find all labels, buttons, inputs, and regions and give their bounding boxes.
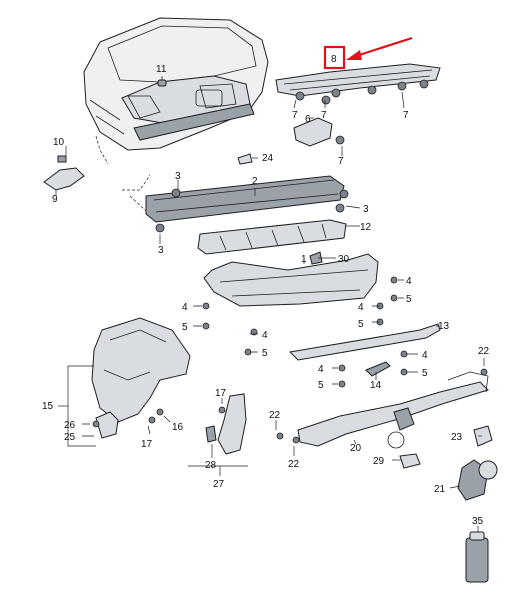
cap-23 — [473, 425, 493, 447]
callout-17b: 17 — [215, 388, 227, 399]
highlight-marker — [323, 36, 413, 70]
callout-6: 6 — [305, 114, 311, 125]
callout-29: 29 — [373, 456, 385, 467]
upper-absorber-bracket — [275, 63, 441, 147]
callout-35: 35 — [472, 516, 484, 527]
callout-22b: 22 — [269, 410, 281, 421]
bumper-cover — [203, 251, 379, 307]
callout-21: 21 — [434, 484, 446, 495]
callout-24: 24 — [262, 153, 274, 164]
callout-5a: 5 — [406, 294, 412, 305]
callout-7b: 7 — [321, 110, 327, 121]
callout-22a: 22 — [478, 346, 490, 357]
callout-22c: 22 — [288, 459, 300, 470]
callout-16: 16 — [172, 422, 184, 433]
callout-8: 8 — [331, 54, 337, 65]
callout-3b: 3 — [363, 204, 369, 215]
spray-can — [465, 531, 489, 583]
leader-lines — [55, 76, 485, 532]
mud-flap — [205, 393, 247, 455]
callout-5b: 5 — [358, 319, 364, 330]
tow-hitch — [297, 371, 489, 449]
callout-20: 20 — [350, 443, 362, 454]
callout-14: 14 — [370, 380, 382, 391]
bracket-9 — [43, 155, 85, 191]
callout-13: 13 — [438, 321, 450, 332]
callout-3a: 3 — [175, 171, 181, 182]
trim-strip-13 — [288, 323, 441, 361]
foam-absorber — [197, 219, 347, 255]
reinforcement-beam — [145, 175, 349, 233]
callout-labels: 8 11 10 9 24 6 7 7 7 7 3 2 3 3 12 1 30 4… — [42, 54, 490, 527]
callout-5c: 5 — [182, 322, 188, 333]
bracket-25 — [95, 411, 119, 439]
callout-15: 15 — [42, 401, 54, 412]
callout-10: 10 — [53, 137, 65, 148]
fasteners — [92, 276, 488, 444]
fender-liner — [91, 317, 191, 423]
callout-12: 12 — [360, 222, 372, 233]
callout-4e: 4 — [422, 350, 428, 361]
callout-17a: 17 — [141, 439, 153, 450]
callout-27: 27 — [213, 479, 225, 490]
callout-2: 2 — [252, 176, 258, 187]
callout-4d: 4 — [262, 330, 268, 341]
reflector-14 — [365, 361, 391, 377]
callout-30: 30 — [338, 254, 350, 265]
callout-1: 1 — [301, 254, 307, 265]
highlight-arrow-head — [346, 50, 362, 60]
clip-11 — [157, 79, 167, 87]
bracket-29 — [399, 453, 421, 469]
car-body-rear — [83, 17, 269, 151]
callout-7d: 7 — [338, 156, 344, 167]
callout-4c: 4 — [182, 302, 188, 313]
callout-9: 9 — [52, 194, 58, 205]
callout-11: 11 — [156, 64, 167, 75]
callout-25: 25 — [64, 432, 76, 443]
highlight-arrow-shaft — [355, 36, 413, 58]
callout-4f: 4 — [318, 364, 324, 375]
callout-3c: 3 — [158, 245, 164, 256]
callout-4b: 4 — [358, 302, 364, 313]
highlight-box — [323, 45, 346, 70]
callout-23: 23 — [451, 432, 463, 443]
callout-7c: 7 — [403, 110, 409, 121]
callout-4a: 4 — [406, 276, 412, 287]
callout-5f: 5 — [318, 380, 324, 391]
callout-28: 28 — [205, 460, 217, 471]
callout-7a: 7 — [292, 110, 298, 121]
callout-26: 26 — [64, 420, 76, 431]
ball-head — [457, 459, 498, 501]
callout-5e: 5 — [422, 368, 428, 379]
callout-5d: 5 — [262, 348, 268, 359]
clip-24 — [237, 153, 253, 165]
